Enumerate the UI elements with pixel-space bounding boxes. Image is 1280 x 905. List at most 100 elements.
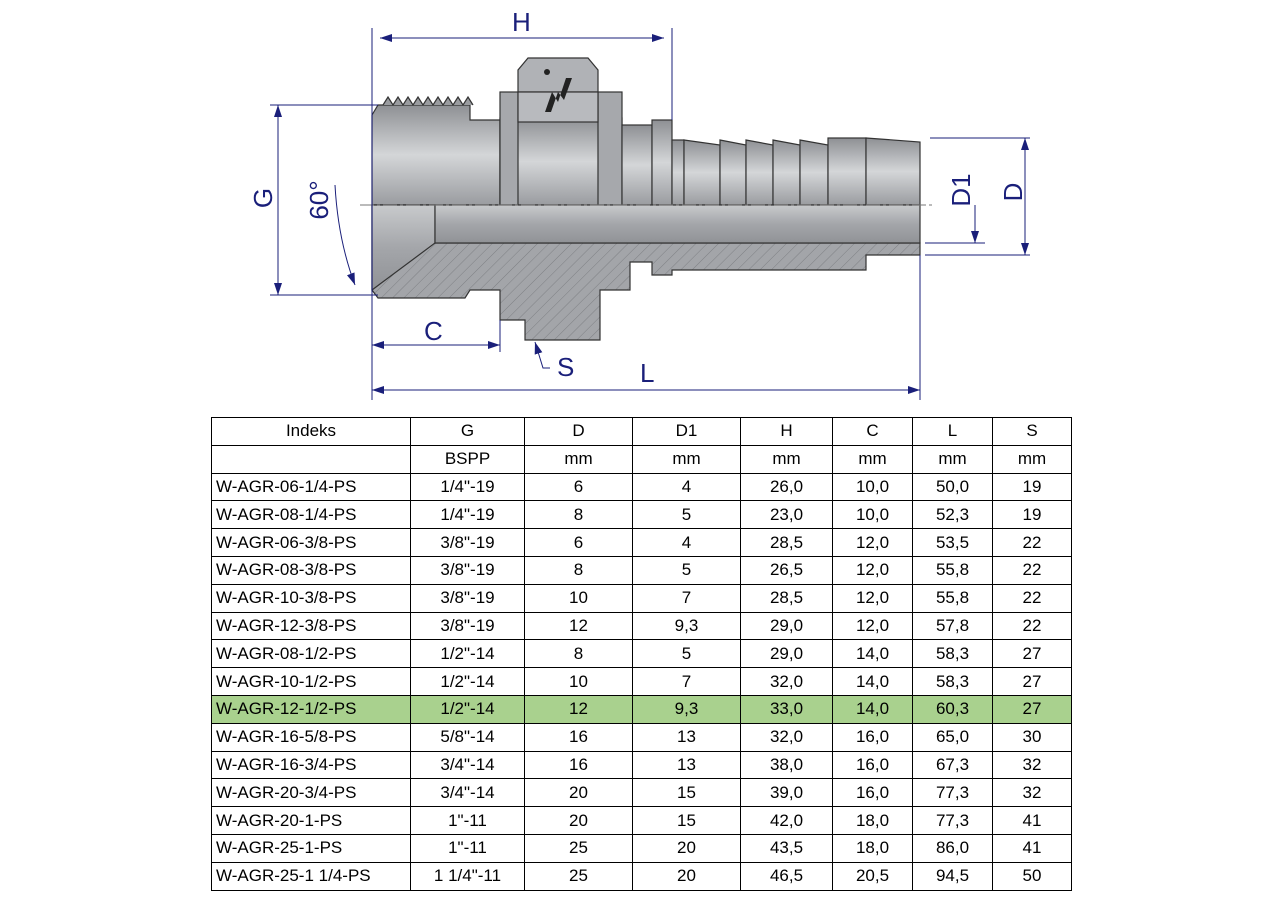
table-cell: mm — [524, 444, 633, 474]
table-cell: 20,5 — [832, 861, 913, 891]
table-cell: 15 — [632, 778, 741, 808]
table-cell: 14,0 — [832, 639, 913, 669]
table-cell: 1/4"-19 — [410, 472, 525, 502]
table-cell: 8 — [524, 555, 633, 585]
table-cell: 1/2"-14 — [410, 639, 525, 669]
table-cell: 32,0 — [740, 722, 833, 752]
table-cell: 1"-11 — [410, 833, 525, 863]
table-cell: mm — [740, 444, 833, 474]
table-cell: 26,0 — [740, 472, 833, 502]
dim-label-d: D — [998, 183, 1028, 202]
table-cell: 12,0 — [832, 611, 913, 641]
table-cell: 18,0 — [832, 806, 913, 835]
table-cell: 10,0 — [832, 500, 913, 530]
table-cell: 3/8"-19 — [410, 555, 525, 585]
table-cell — [211, 444, 411, 474]
table-cell: 52,3 — [912, 500, 993, 530]
table-cell: W-AGR-08-1/2-PS — [211, 639, 411, 669]
table-cell: 25 — [524, 861, 633, 891]
table-cell: 22 — [992, 555, 1072, 585]
table-cell: 3/8"-19 — [410, 611, 525, 641]
table-cell: BSPP — [410, 444, 525, 474]
table-cell: 27 — [992, 667, 1072, 696]
table-cell: 3/4"-14 — [410, 778, 525, 808]
table-cell: W-AGR-08-1/4-PS — [211, 500, 411, 530]
table-cell: 5 — [632, 555, 741, 585]
table-cell: 22 — [992, 528, 1072, 557]
table-cell: 12,0 — [832, 583, 913, 613]
table-cell: 12,0 — [832, 555, 913, 585]
table-cell: 1/4"-19 — [410, 500, 525, 530]
table-cell: 27 — [992, 639, 1072, 669]
table-cell: 8 — [524, 639, 633, 669]
fitting-technical-drawing: H G 60° D1 D C S L — [248, 7, 1030, 400]
table-cell: 22 — [992, 583, 1072, 613]
table-cell: 39,0 — [740, 778, 833, 808]
table-cell: 43,5 — [740, 833, 833, 863]
table-cell: 5/8"-14 — [410, 722, 525, 752]
table-cell: 1/2"-14 — [410, 667, 525, 696]
table-cell: 23,0 — [740, 500, 833, 530]
table-cell: 20 — [632, 833, 741, 863]
table-cell: 18,0 — [832, 833, 913, 863]
table-cell: 15 — [632, 806, 741, 835]
table-cell: 32 — [992, 750, 1072, 780]
table-cell: 50,0 — [912, 472, 993, 502]
table-cell: 22 — [992, 611, 1072, 641]
table-cell: 19 — [992, 472, 1072, 502]
table-cell: 29,0 — [740, 639, 833, 669]
table-cell: 8 — [524, 500, 633, 530]
table-cell: 86,0 — [912, 833, 993, 863]
dim-label-c: C — [424, 316, 443, 346]
table-cell: S — [992, 417, 1072, 446]
table-cell: C — [832, 417, 913, 446]
table-cell: 38,0 — [740, 750, 833, 780]
table-cell: 33,0 — [740, 694, 833, 724]
table-cell: 3/8"-19 — [410, 583, 525, 613]
table-cell: 53,5 — [912, 528, 993, 557]
table-cell: 13 — [632, 750, 741, 780]
table-cell: 20 — [524, 806, 633, 835]
table-cell: 4 — [632, 472, 741, 502]
table-cell: mm — [832, 444, 913, 474]
table-cell: 67,3 — [912, 750, 993, 780]
table-cell: 5 — [632, 639, 741, 669]
table-cell: L — [912, 417, 993, 446]
table-cell: W-AGR-12-3/8-PS — [211, 611, 411, 641]
table-cell: 50 — [992, 861, 1072, 891]
table-cell: 9,3 — [632, 611, 741, 641]
fitting-section-view — [371, 204, 921, 341]
table-cell: 12 — [524, 611, 633, 641]
table-cell: 60,3 — [912, 694, 993, 724]
table-cell: 7 — [632, 583, 741, 613]
table-cell: 3/4"-14 — [410, 750, 525, 780]
table-cell: Indeks — [211, 417, 411, 446]
table-cell: 19 — [992, 500, 1072, 530]
logo-icon — [544, 69, 572, 112]
table-cell: D1 — [632, 417, 741, 446]
table-cell: W-AGR-20-3/4-PS — [211, 778, 411, 808]
table-cell: 16,0 — [832, 778, 913, 808]
table-cell: W-AGR-25-1-PS — [211, 833, 411, 863]
fitting-upper-view — [371, 57, 921, 206]
table-cell: 3/8"-19 — [410, 528, 525, 557]
dim-label-g: G — [248, 188, 278, 208]
table-cell: 94,5 — [912, 861, 993, 891]
table-cell: 55,8 — [912, 583, 993, 613]
table-cell: 16,0 — [832, 750, 913, 780]
dim-label-h: H — [512, 7, 531, 37]
table-cell: G — [410, 417, 525, 446]
table-cell: H — [740, 417, 833, 446]
table-cell: 28,5 — [740, 583, 833, 613]
table-cell: 41 — [992, 806, 1072, 835]
